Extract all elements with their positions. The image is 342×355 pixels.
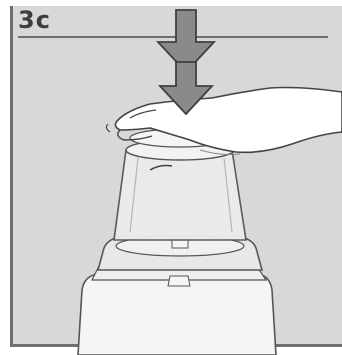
hand-icon: [105, 86, 342, 171]
blender-jar-icon: [113, 128, 247, 241]
blender-base-icon: [77, 267, 277, 355]
header-rule: [18, 36, 328, 38]
down-arrow-icon: [155, 9, 217, 116]
step-label: 3c: [18, 6, 51, 34]
